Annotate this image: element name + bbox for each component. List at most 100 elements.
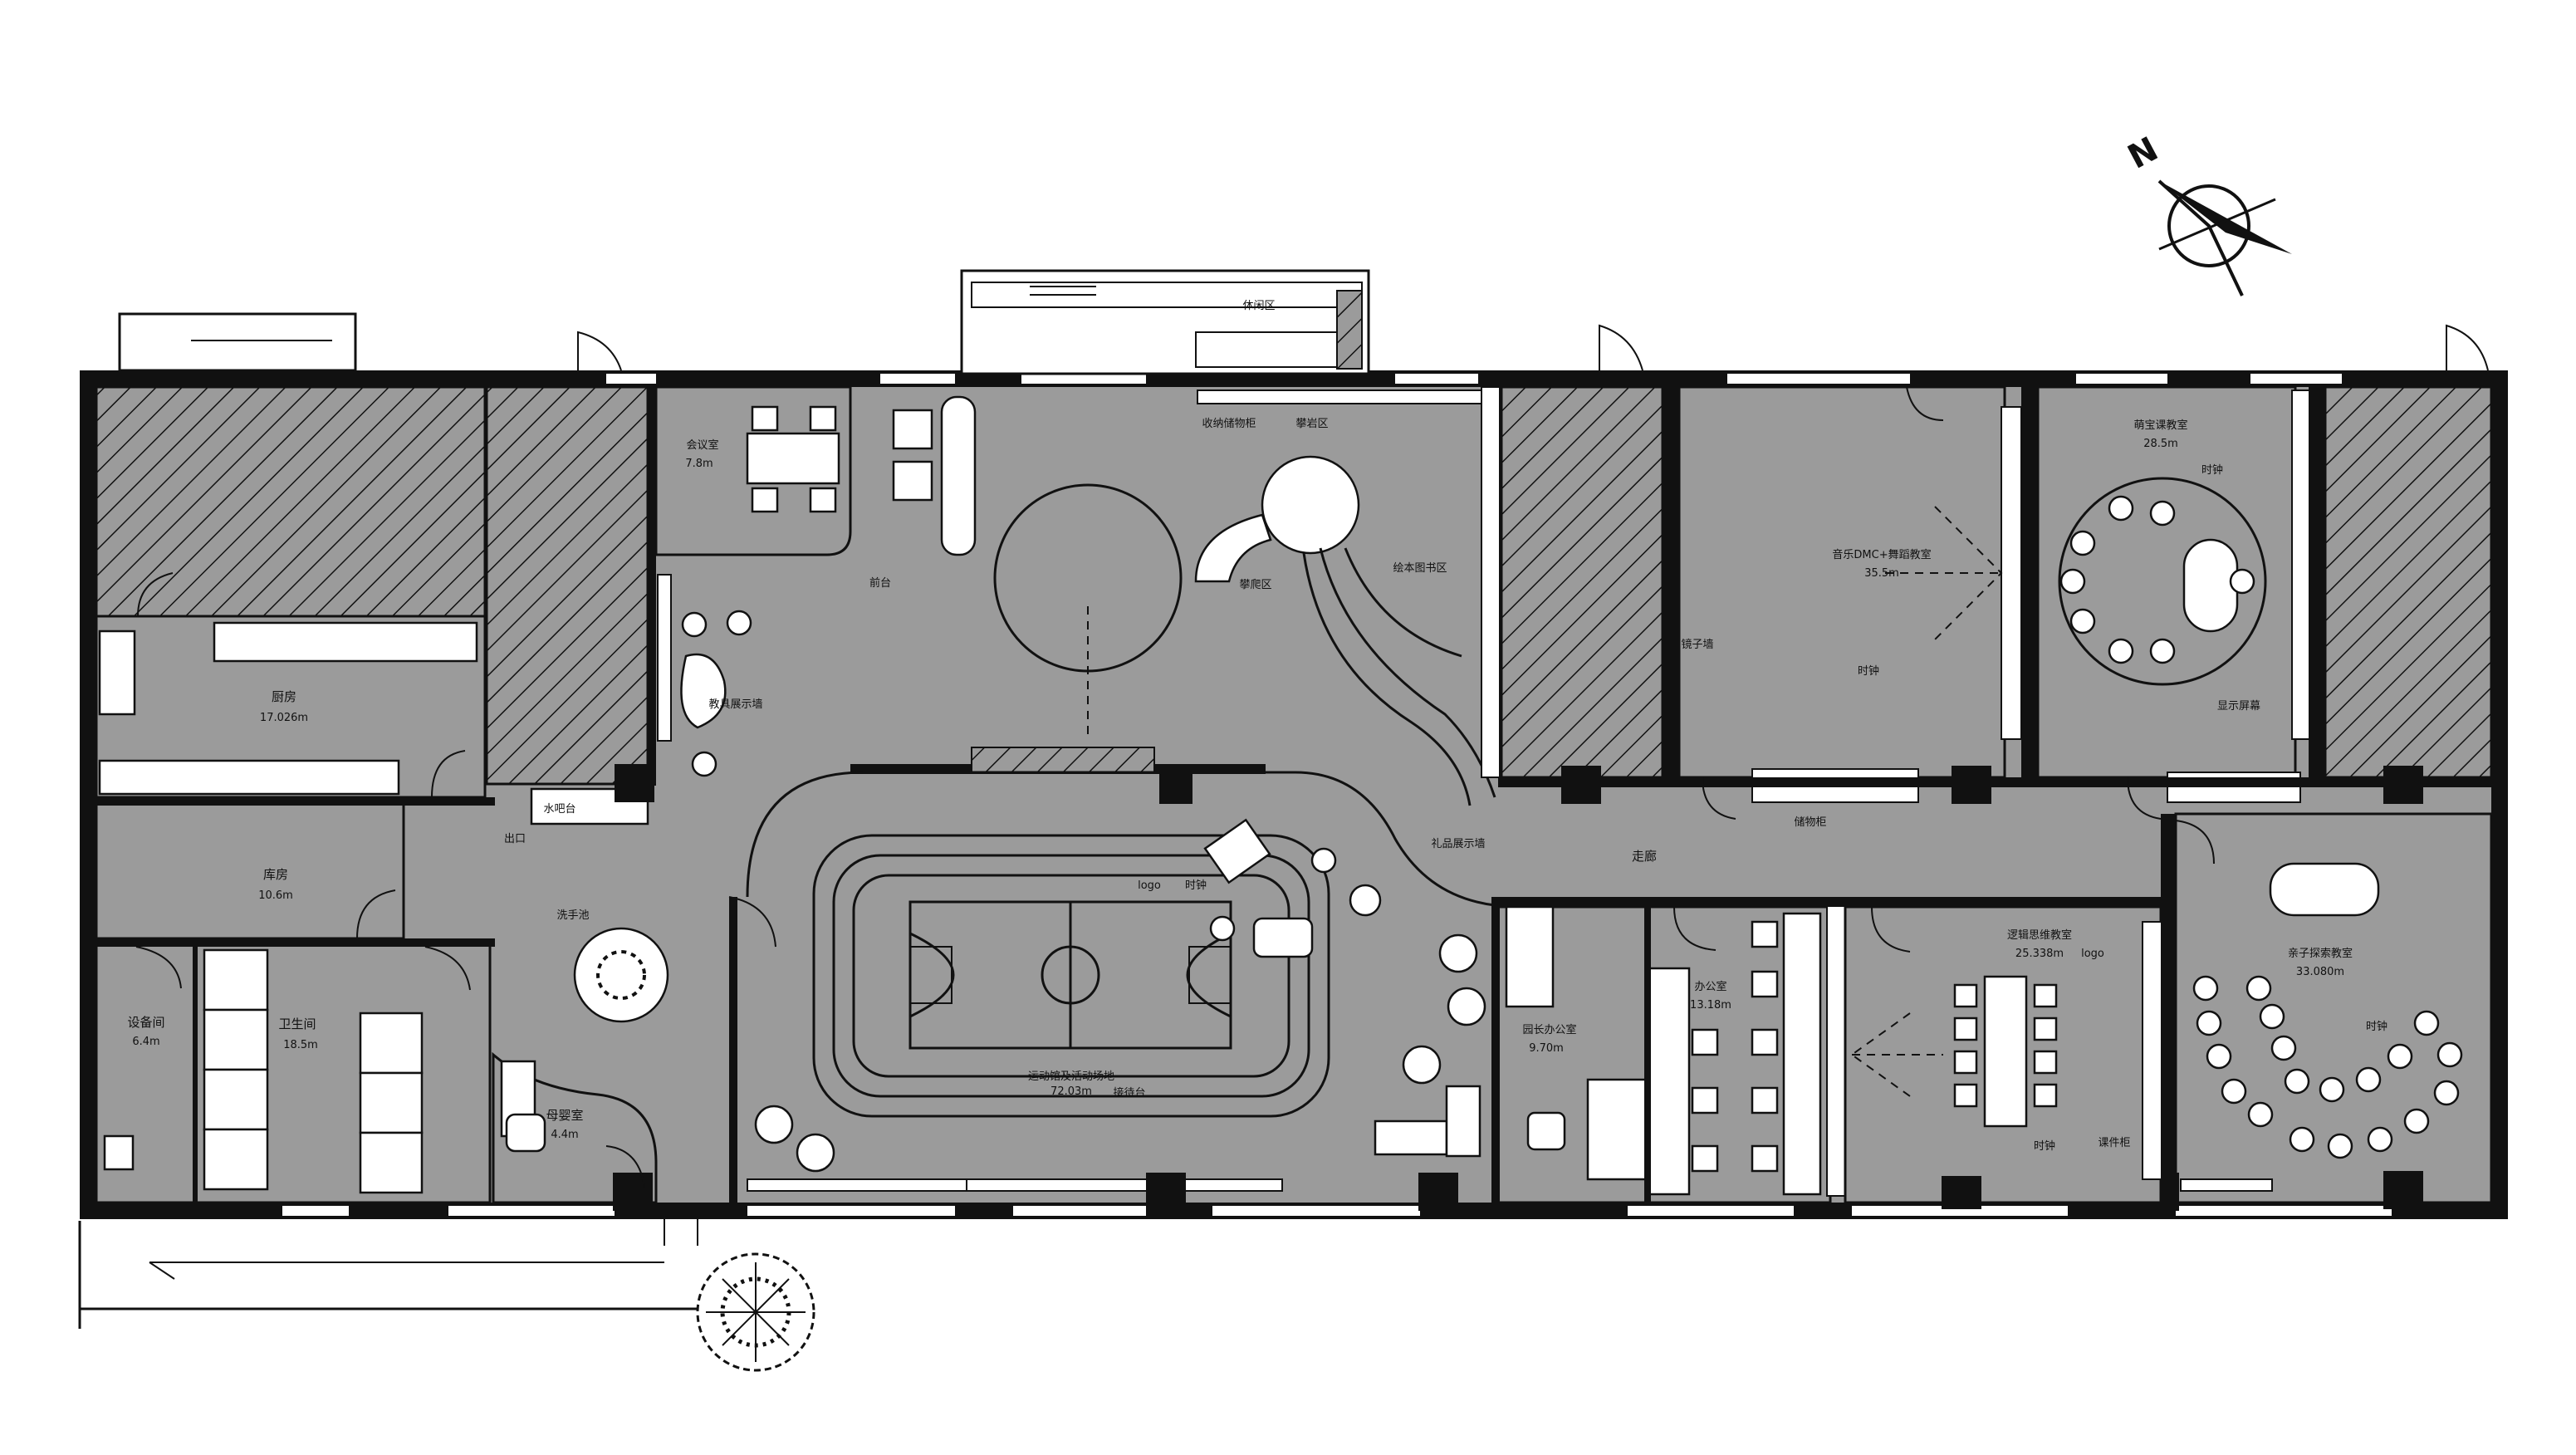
area-baby-classroom: 28.5m (2143, 438, 2178, 450)
courseware-shelf (2142, 921, 2165, 1180)
label-mother-baby-room: 母婴室 (546, 1108, 583, 1123)
kitchen-cabinet (213, 621, 478, 663)
toilet-stalls-left (203, 948, 269, 1191)
label-water-bar: 水吧台 (543, 803, 575, 816)
label-sports-hall: 运动馆及活动场地 (1028, 1070, 1114, 1083)
area-restroom: 18.5m (283, 1039, 318, 1051)
equipment-box (103, 1134, 135, 1171)
front-desk-counter (940, 395, 977, 556)
label-warehouse: 库房 (263, 867, 288, 882)
mother-baby-chair (505, 1113, 546, 1153)
tree-icon (696, 1252, 815, 1372)
display-wall-panel (657, 574, 672, 742)
label-storage-cabinet-mid: 储物柜 (1794, 816, 1826, 829)
label-logo-1: logo (1138, 879, 1161, 892)
reception-desk (971, 747, 1155, 773)
sofa (1252, 917, 1314, 958)
baby-table (2182, 538, 2239, 633)
office-desk-right (1782, 912, 1822, 1196)
label-mirror-wall: 镜子墙 (1681, 639, 1713, 651)
hatched-zone-right (2324, 385, 2493, 779)
toilet-stalls-right (359, 1012, 424, 1194)
display-table (680, 653, 727, 729)
bottom-shelf-2 (966, 1178, 1283, 1192)
principal-desk (1586, 1078, 1649, 1181)
stool-4 (1310, 847, 1337, 874)
label-gift-display-wall: 礼品展示墙 (1431, 837, 1485, 850)
office-desk-left (1648, 967, 1691, 1196)
area-math-classroom: 25.338m (2015, 948, 2064, 960)
label-logo-2: logo (2081, 948, 2104, 960)
area-kitchen: 17.026m (260, 712, 308, 724)
label-clock-2: 时钟 (1858, 664, 1879, 678)
bench (1203, 818, 1271, 884)
parent-child-table (2269, 862, 2380, 917)
label-display-screen: 显示屏幕 (2217, 700, 2260, 713)
stool-5 (1209, 915, 1236, 942)
kitchen-stove (98, 630, 136, 716)
mid-glass-wall (1481, 386, 1501, 778)
area-meeting-room: 7.8m (685, 458, 713, 470)
north-compass-icon (2157, 179, 2292, 296)
label-wall-climb-top: 攀岩区 (1295, 418, 1328, 430)
baby-glass-wall (2291, 389, 2311, 740)
parent-child-stools (2192, 975, 2463, 1159)
meeting-chairs (751, 405, 837, 513)
area-music-classroom: 35.5m (1864, 567, 1899, 580)
label-clock-5: 时钟 (2366, 1020, 2387, 1033)
office-chairs (1691, 920, 1779, 1173)
label-principal-office: 园长办公室 (1522, 1023, 1576, 1036)
label-clock-1: 时钟 (1185, 879, 1207, 892)
label-meeting-room: 会议室 (686, 438, 718, 452)
area-sports-hall: 72.03m (1050, 1085, 1092, 1098)
area-office: 13.18m (1690, 999, 1731, 1012)
reception-counter-side (1445, 1085, 1481, 1158)
bottom-left-strip (78, 1221, 722, 1329)
water-bar-counter (530, 787, 649, 825)
interior-walls (96, 387, 2491, 1211)
label-courseware-cabinet: 课件柜 (2098, 1137, 2130, 1149)
stool-6 (1438, 933, 1478, 973)
mirror-wall-panel (2001, 406, 2022, 740)
hatched-zone-mid (1500, 385, 1664, 779)
hatched-zone-kitchen-top (95, 385, 487, 618)
doors (135, 324, 2489, 1246)
area-warehouse: 10.6m (258, 889, 293, 902)
stool-8 (1402, 1045, 1442, 1085)
sports-track-mid (832, 854, 1310, 1098)
parent-shelf (2180, 1178, 2273, 1192)
reception-counter-low (1374, 1119, 1448, 1156)
principal-chair (1526, 1111, 1566, 1151)
slide (1194, 513, 1272, 583)
label-parent-child-classroom: 亲子探索教室 (2288, 947, 2353, 960)
sports-hall-curve (746, 771, 1496, 907)
label-corridor: 走廊 (1632, 849, 1657, 864)
area-mother-baby-room: 4.4m (551, 1129, 578, 1141)
outer-walls (80, 370, 2508, 1219)
label-music-classroom: 音乐DMC+舞蹈教室 (1832, 548, 1931, 561)
label-storage-cabinet-top: 收纳储物柜 (1202, 418, 1256, 430)
top-storage-shelf (1197, 389, 1497, 404)
top-annex (960, 269, 1370, 375)
label-outdoor-area: 休闲区 (1242, 300, 1275, 312)
label-kitchen: 厨房 (272, 689, 296, 704)
area-principal-office: 9.70m (1529, 1042, 1564, 1055)
baby-circle (2058, 477, 2267, 686)
label-picture-book-zone: 绘本图书区 (1393, 562, 1447, 575)
label-equipment-room: 设备间 (127, 1015, 164, 1030)
principal-sofa (1505, 905, 1555, 1008)
wash-basin (573, 927, 669, 1023)
label-climb-zone: 攀爬区 (1239, 579, 1271, 591)
bottom-shelf-1 (747, 1178, 997, 1192)
equipment-room (95, 943, 196, 1204)
warehouse-room (95, 802, 405, 940)
sports-track-outer (812, 834, 1330, 1118)
math-table (1983, 975, 2028, 1128)
hatched-zone-left (485, 385, 649, 786)
slide-tower (1261, 455, 1360, 555)
top-left-annex (118, 312, 357, 372)
label-clock-3: 时钟 (2201, 463, 2223, 477)
sports-track-inner (852, 874, 1290, 1078)
label-restroom: 卫生间 (278, 1017, 316, 1031)
